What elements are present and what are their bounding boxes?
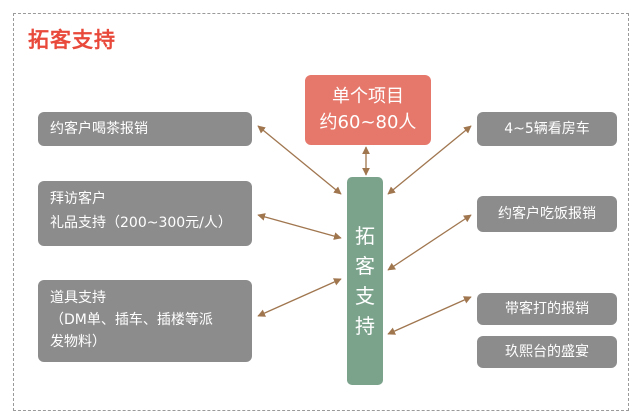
center-char-2: 客	[355, 254, 375, 278]
top-node-line2: 约60~80人	[319, 112, 417, 133]
arrow-left-3	[257, 278, 342, 317]
center-char-4: 持	[355, 314, 375, 338]
arrow-right-3	[387, 296, 472, 335]
right-node-3-label: 带客打的报销	[505, 301, 589, 317]
right-node-1-label: 4~5辆看房车	[504, 121, 590, 137]
right-node-3: 带客打的报销	[477, 293, 617, 325]
left-node-3-line2: （DM单、插车、插楼等派	[50, 312, 213, 328]
top-node-line1: 单个项目	[332, 86, 404, 107]
left-node-2: 拜访客户 礼品支持（200~300元/人）	[38, 181, 252, 246]
left-node-3: 道具支持 （DM单、插车、插楼等派 发物料）	[38, 280, 252, 362]
top-node-project: 单个项目 约60~80人	[305, 75, 431, 145]
left-node-3-line3: 发物料）	[50, 334, 106, 350]
right-node-1: 4~5辆看房车	[477, 112, 617, 146]
left-node-1-line1: 约客户喝茶报销	[50, 121, 148, 137]
right-node-4-label: 玖熙台的盛宴	[505, 344, 589, 360]
arrow-left-2	[257, 213, 342, 240]
arrow-left-1	[257, 125, 342, 195]
diagram-frame	[13, 13, 629, 411]
left-node-2-line2: 礼品支持（200~300元/人）	[50, 215, 232, 231]
left-node-3-line1: 道具支持	[50, 290, 106, 306]
left-node-2-line1: 拜访客户	[50, 191, 106, 207]
right-node-2-label: 约客户吃饭报销	[498, 206, 596, 222]
right-node-2: 约客户吃饭报销	[477, 196, 617, 232]
right-node-4: 玖熙台的盛宴	[477, 336, 617, 368]
center-char-1: 拓	[355, 224, 375, 248]
center-char-3: 支	[355, 284, 375, 308]
center-node: 拓 客 支 持	[347, 177, 383, 385]
arrow-right-2	[387, 214, 472, 271]
arrow-right-1	[387, 125, 472, 195]
left-node-1: 约客户喝茶报销	[38, 112, 252, 146]
diagram-title: 拓客支持	[28, 28, 116, 52]
